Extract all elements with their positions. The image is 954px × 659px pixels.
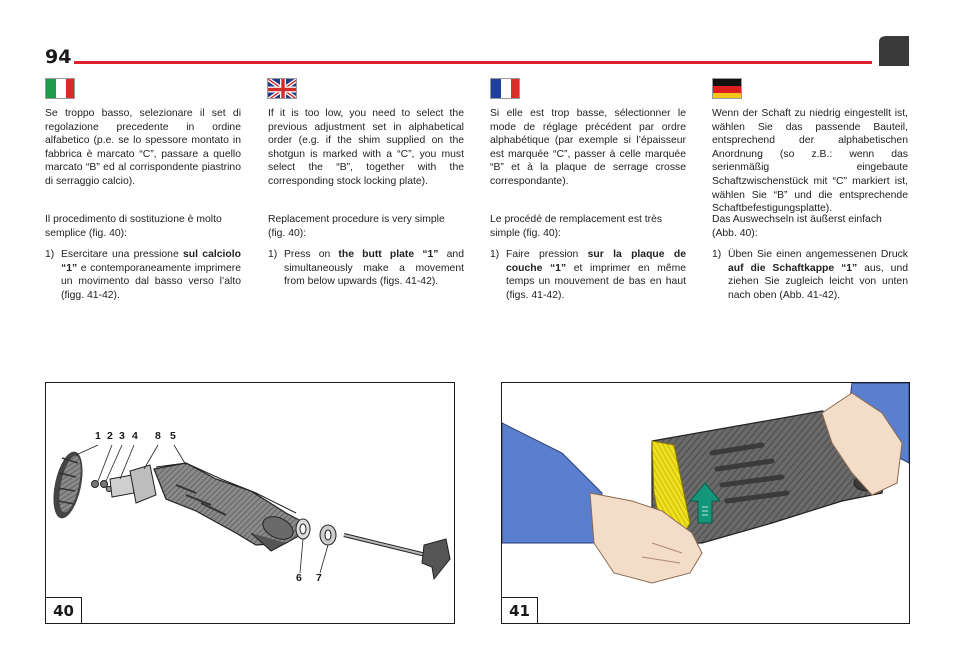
step-text: Press on the butt plate “1” and simultan…	[284, 249, 464, 288]
stock-body-part	[153, 462, 305, 552]
step-text: Üben Sie einen angemessenen Druck auf di…	[728, 249, 908, 301]
english-step-1: 1) Press on the butt plate “1” and simul…	[268, 248, 464, 289]
callout-7: 7	[316, 572, 322, 584]
french-intro: Si elle est trop basse, sélectionner le …	[490, 108, 686, 187]
hand-pressing-butt-plate-illustration	[502, 383, 909, 584]
italian-procedure: Il procedimento di sostituzione è molto …	[45, 214, 222, 239]
step-number: 1)	[712, 249, 722, 260]
english-intro: If it is too low, you need to select the…	[268, 108, 464, 187]
italy-flag-icon	[45, 78, 75, 99]
uk-flag-icon	[267, 78, 297, 99]
italian-step-1: 1) Esercitare una pressione sul calciolo…	[45, 248, 241, 302]
french-step-1: 1) Faire pression sur la plaque de couch…	[490, 248, 686, 302]
figure-number: 41	[502, 597, 538, 623]
finger-lines	[641, 542, 683, 564]
callout-8: 8	[155, 430, 161, 442]
figure-41: 41	[501, 382, 910, 624]
step-number: 1)	[45, 249, 55, 260]
germany-flag-icon	[712, 78, 742, 99]
french-procedure: Le procédé de remplacement est très simp…	[490, 214, 663, 239]
left-hand	[589, 492, 703, 584]
callout-1: 1	[95, 430, 101, 442]
page-number: 94	[45, 46, 72, 68]
callout-3: 3	[119, 430, 125, 442]
push-up-arrow-icon	[688, 482, 722, 524]
screw-parts	[91, 480, 113, 493]
english-column: If it is too low, you need to select the…	[268, 107, 464, 287]
german-intro: Wenn der Schaft zu niedrig eingestellt i…	[712, 108, 908, 215]
callout-2: 2	[107, 430, 113, 442]
italian-column: Se troppo basso, selezionare il set di r…	[45, 107, 241, 301]
locking-plate-part	[109, 474, 135, 498]
figure-40: 1 2 3 4 8 5 6 7 40	[45, 382, 455, 624]
german-column: Wenn der Schaft zu niedrig eingestellt i…	[712, 107, 908, 301]
italian-intro: Se troppo basso, selezionare il set di r…	[45, 108, 241, 187]
rod-part	[343, 533, 451, 581]
step-number: 1)	[490, 249, 500, 260]
callout-4: 4	[132, 430, 138, 442]
washer-inner	[299, 523, 307, 535]
nut-inner	[324, 529, 332, 541]
butt-plate-part	[53, 451, 83, 519]
right-hand	[821, 392, 903, 496]
header-rule	[74, 61, 872, 64]
step-text: Esercitare una pressione sul calciolo “1…	[61, 249, 242, 301]
figure-number: 40	[46, 597, 82, 623]
shim-part	[129, 464, 157, 504]
left-sleeve	[502, 422, 603, 544]
leader-lines	[75, 444, 329, 574]
france-flag-icon	[490, 78, 520, 99]
french-column: Si elle est trop basse, sélectionner le …	[490, 107, 686, 301]
callout-6: 6	[296, 572, 302, 584]
german-procedure: Das Auswechseln ist äußerst einfach (Abb…	[712, 214, 882, 239]
corner-tab-icon	[879, 36, 909, 66]
callout-5: 5	[170, 430, 176, 442]
exploded-stock-diagram	[53, 444, 451, 581]
step-number: 1)	[268, 249, 278, 260]
english-procedure: Replacement procedure is very simple (fi…	[268, 214, 445, 239]
german-step-1: 1) Üben Sie einen angemessenen Druck auf…	[712, 248, 908, 302]
step-text: Faire pression sur la plaque de couche “…	[506, 249, 686, 301]
